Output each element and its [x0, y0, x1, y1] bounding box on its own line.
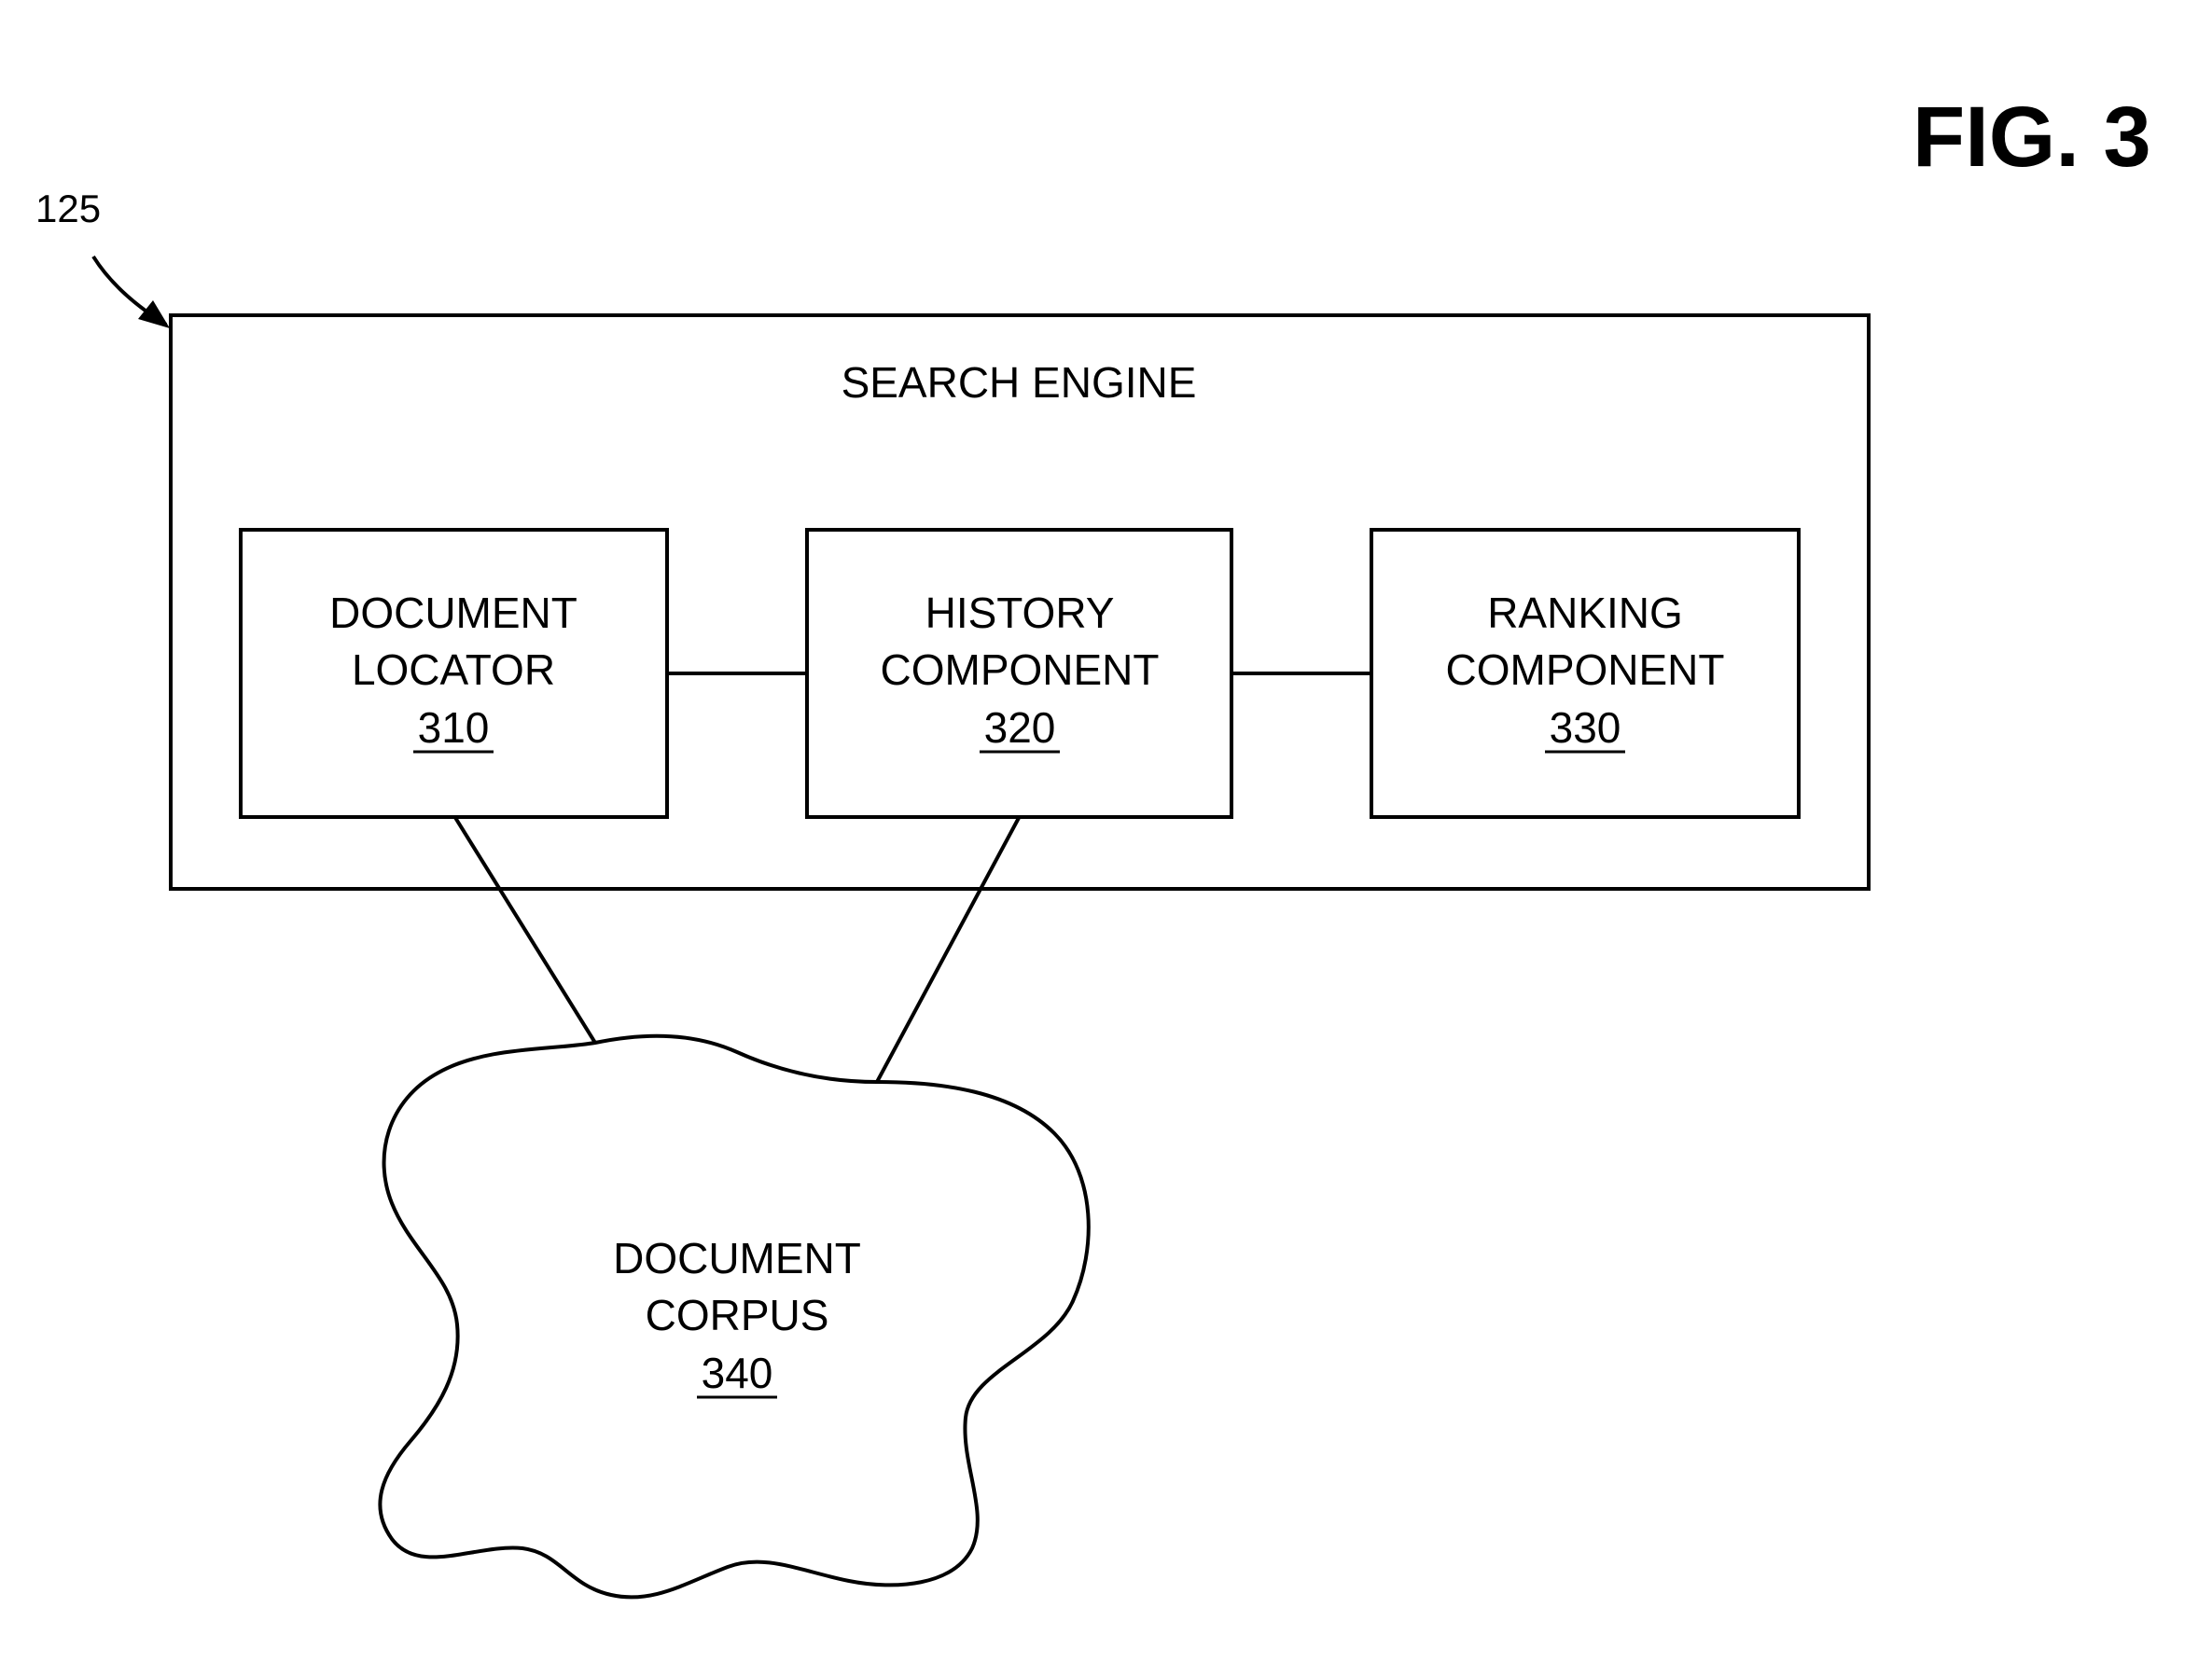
history-component-line2: COMPONENT [881, 645, 1160, 694]
search-engine-title: SEARCH ENGINE [842, 358, 1197, 407]
document-corpus-number: 340 [702, 1349, 773, 1397]
ranking-component-line1: RANKING [1487, 589, 1683, 637]
document-corpus-line2: CORPUS [646, 1291, 829, 1339]
history-component-line1: HISTORY [925, 589, 1115, 637]
document-locator-line2: LOCATOR [352, 645, 555, 694]
history-component-number: 320 [984, 703, 1056, 752]
connector-history-corpus [875, 815, 1022, 1083]
connector-locator-corpus [452, 814, 597, 1045]
document-corpus-line1: DOCUMENT [613, 1234, 861, 1282]
reference-arrowhead-icon [138, 300, 170, 328]
figure-label: FIG. 3 [1913, 90, 2151, 185]
history-component-block: HISTORY COMPONENT 320 [805, 528, 1233, 819]
document-corpus-cloud [378, 1033, 1091, 1600]
document-locator-number: 310 [418, 703, 490, 752]
reference-numeral: 125 [35, 187, 101, 230]
ranking-component-number: 330 [1550, 703, 1621, 752]
document-locator-line1: DOCUMENT [329, 589, 577, 637]
document-locator-box [239, 528, 669, 819]
document-corpus-block: DOCUMENT CORPUS 340 [378, 1033, 1091, 1600]
ranking-component-box [1370, 528, 1801, 819]
ranking-component-line2: COMPONENT [1446, 645, 1725, 694]
history-component-box [805, 528, 1233, 819]
document-locator-block: DOCUMENT LOCATOR 310 [239, 528, 669, 819]
ranking-component-block: RANKING COMPONENT 330 [1370, 528, 1801, 819]
